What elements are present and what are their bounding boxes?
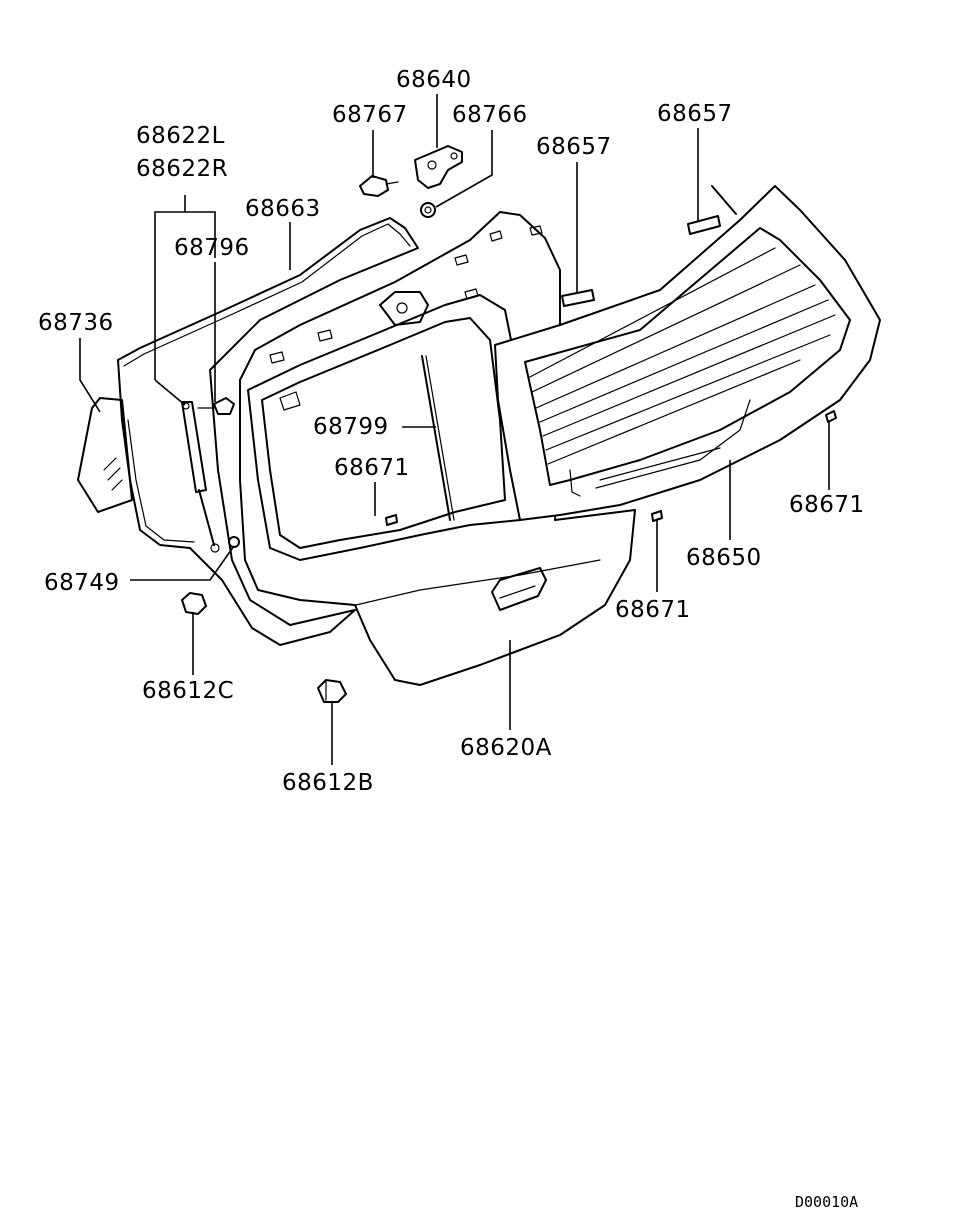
label-68650: 68650 [686,545,762,571]
label-68736: 68736 [38,310,114,336]
bolt-68767 [359,175,399,197]
moulding-68657 [561,185,737,307]
clip-68796 [197,397,235,415]
label-68671-center: 68671 [334,455,410,481]
label-68767: 68767 [332,102,408,128]
label-68622L: 68622L [136,123,225,149]
label-68799: 68799 [313,414,389,440]
label-68796: 68796 [174,235,250,261]
label-68749: 68749 [44,570,120,596]
gas-strut-68622 [181,401,220,553]
label-68671-lower: 68671 [615,597,691,623]
clip-68749 [228,536,240,548]
label-68612B: 68612B [282,770,374,796]
label-68640: 68640 [396,67,472,93]
quarter-glass-68736 [77,397,133,513]
rear-glass-68650 [494,185,881,521]
label-68620A: 68620A [460,735,552,761]
bumper-68612B [317,679,347,703]
label-68657-left: 68657 [536,134,612,160]
nut-68766 [420,202,436,218]
label-68612C: 68612C [142,678,234,704]
label-68671-right: 68671 [789,492,865,518]
bumper-68612C [181,592,207,615]
label-68663: 68663 [245,196,321,222]
label-68657-right: 68657 [657,101,733,127]
weatherstrip-68663 [117,217,419,646]
label-68766: 68766 [452,102,528,128]
leader-lines [79,94,830,765]
label-68622R: 68622R [136,156,228,182]
diagram-code: D00010A [795,1193,858,1210]
garnish-strip-68799 [421,355,455,521]
fastener-68671 [385,410,837,526]
hinge-68640 [414,145,463,189]
